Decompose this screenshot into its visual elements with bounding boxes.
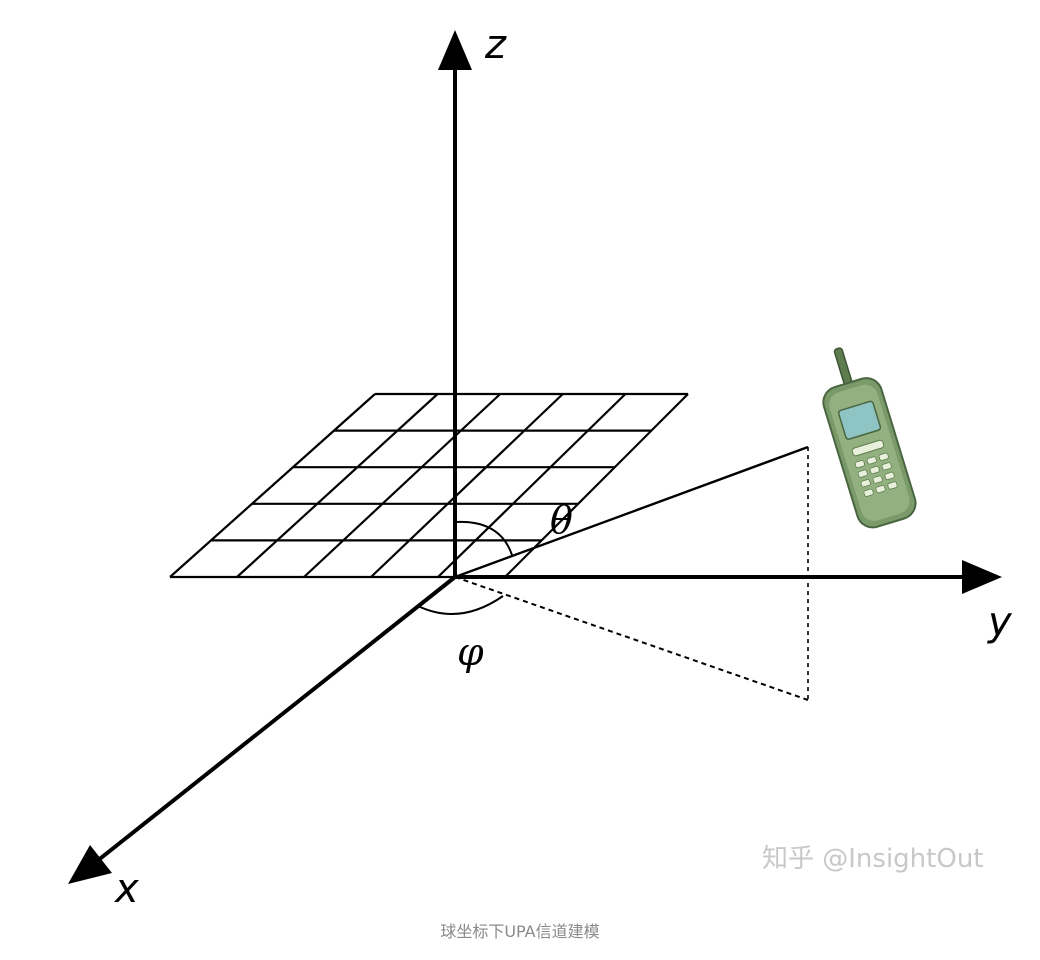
z-axis-arrowhead <box>438 30 472 70</box>
z-axis-label: z <box>484 22 507 68</box>
mobile-phone-icon <box>822 347 917 529</box>
phi-label: φ <box>457 630 484 674</box>
x-axis-label: x <box>113 866 139 912</box>
grid-column-line <box>303 393 501 578</box>
figure-caption: 球坐标下UPA信道建模 <box>440 922 600 941</box>
x-axis <box>80 575 457 875</box>
direction-line <box>454 445 809 579</box>
watermark: 知乎 @InsightOut <box>762 844 984 874</box>
theta-label: θ <box>550 498 573 542</box>
planar-array-grid <box>169 392 689 579</box>
theta-arc <box>455 520 513 556</box>
y-axis-arrowhead <box>962 560 1002 594</box>
grid-column-line <box>437 393 627 578</box>
grid-column-line <box>169 393 376 578</box>
grid-column-line <box>370 393 564 578</box>
y-axis-label: y <box>987 599 1013 645</box>
phi-arc <box>417 595 504 615</box>
projection-line <box>454 576 809 701</box>
grid-column-line <box>236 393 439 578</box>
x-axis-arrowhead <box>68 845 112 884</box>
